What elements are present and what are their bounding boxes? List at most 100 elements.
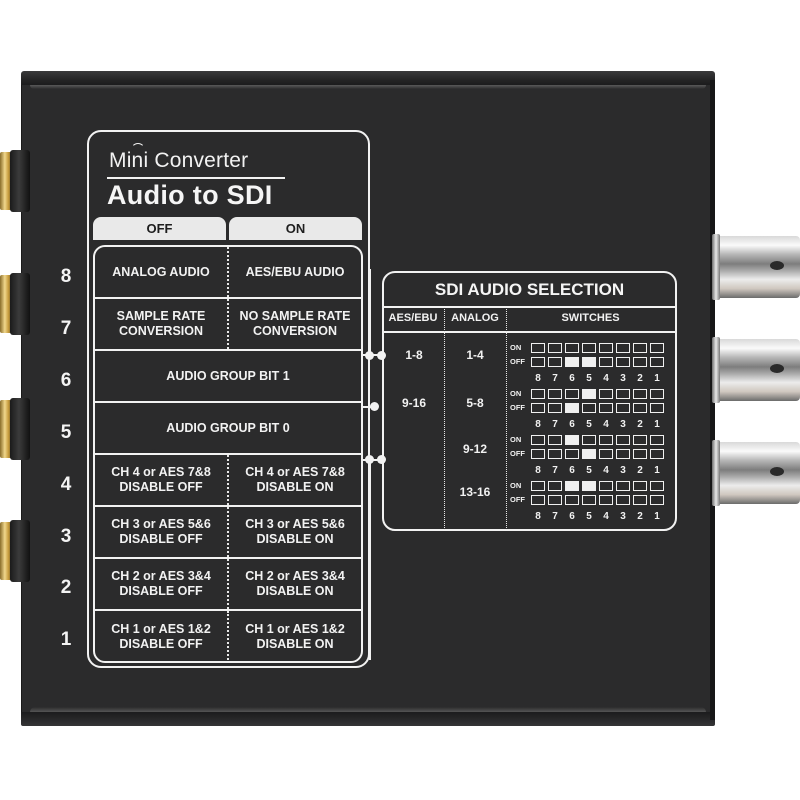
- dip-switch-2-on: [633, 389, 647, 399]
- dip-switch-4-off: [599, 357, 613, 367]
- analog-range-4: 13-16: [459, 485, 491, 499]
- switch-num: 6: [569, 465, 575, 476]
- column-divider: [506, 309, 507, 528]
- label-line-2: DISABLE ON: [256, 532, 334, 546]
- switch-6-label: AUDIO GROUP BIT 1: [95, 351, 361, 401]
- dip-switch-7-on: [548, 389, 562, 399]
- analog-range-2: 5-8: [466, 396, 484, 410]
- switch-num: 1: [654, 419, 660, 430]
- on-switch-row: [531, 435, 664, 445]
- off-column-header: OFF: [93, 217, 226, 240]
- dip-switch-6-on: [565, 481, 579, 491]
- switches-column-header: SWITCHES: [561, 312, 620, 324]
- dip-switch-6-on: [565, 389, 579, 399]
- off-label: OFF: [510, 357, 525, 366]
- dip-switch-1-off: [650, 495, 664, 505]
- switch-num: 7: [552, 419, 558, 430]
- switch-num: 2: [637, 419, 643, 430]
- switch-row-5: AUDIO GROUP BIT 0: [95, 403, 361, 455]
- switch-num: 8: [535, 465, 541, 476]
- label-line-2: DISABLE OFF: [119, 480, 203, 494]
- switch-num: 6: [569, 419, 575, 430]
- dip-switch-4-on: [599, 389, 613, 399]
- dip-switch-3-on: [616, 481, 630, 491]
- switch-number-2: 2: [60, 577, 72, 598]
- audio-input-jack-2[interactable]: [0, 273, 30, 335]
- dip-switch-1-on: [650, 435, 664, 445]
- switch-num: 6: [569, 511, 575, 522]
- label-line-2: CONVERSION: [252, 324, 338, 338]
- dip-switch-7-off: [548, 449, 562, 459]
- label-line-2: CONVERSION: [118, 324, 204, 338]
- sdi-bnc-connector-2[interactable]: [712, 337, 800, 403]
- dip-switch-7-off: [548, 403, 562, 413]
- audio-input-jack-4[interactable]: [0, 520, 30, 582]
- switch-num: 7: [552, 465, 558, 476]
- label-line-1: CH 4 or AES 7&8: [111, 465, 211, 479]
- label-text: AUDIO GROUP BIT 1: [166, 368, 290, 383]
- sdi-bnc-connector-1[interactable]: [712, 234, 800, 300]
- analog-range-1: 1-4: [466, 348, 484, 362]
- dip-switch-2-on: [633, 343, 647, 353]
- off-switch-row: [531, 495, 664, 505]
- dip-switch-8-on: [531, 389, 545, 399]
- aes-ebu-column-header: AES/EBU: [388, 312, 438, 324]
- switch-legend-panel: [87, 130, 370, 668]
- switch-num: 3: [620, 511, 626, 522]
- connector-line: [363, 406, 375, 408]
- dip-switch-6-on: [565, 343, 579, 353]
- dip-switch-6-off: [565, 403, 579, 413]
- dip-switch-5-off: [582, 495, 596, 505]
- sdi-bnc-connector-3[interactable]: [712, 440, 800, 506]
- switch-row-6: AUDIO GROUP BIT 1: [95, 351, 361, 403]
- chassis-bottom-edge: [21, 712, 715, 726]
- audio-input-jack-3[interactable]: [0, 398, 30, 460]
- switch-num: 4: [603, 465, 609, 476]
- switch-number-8: 8: [60, 266, 72, 287]
- dip-switch-1-on: [650, 389, 664, 399]
- dip-switch-2-on: [633, 481, 647, 491]
- switch-5-label: AUDIO GROUP BIT 0: [95, 403, 361, 453]
- label-line-2: DISABLE ON: [256, 584, 334, 598]
- dip-switch-5-on: [582, 435, 596, 445]
- label-line-1: CH 3 or AES 5&6: [245, 517, 345, 531]
- dip-switch-5-off: [582, 403, 596, 413]
- switch-num: 8: [535, 373, 541, 384]
- off-label: OFF: [510, 449, 525, 458]
- label-text: ANALOG AUDIO: [112, 264, 210, 279]
- aes-ebu-range-1: 1-8: [405, 348, 423, 362]
- analog-range-3: 9-12: [462, 442, 488, 456]
- label-line-1: CH 2 or AES 3&4: [111, 569, 211, 583]
- label-line-2: DISABLE OFF: [119, 584, 203, 598]
- label-line-1: CH 1 or AES 1&2: [111, 622, 211, 636]
- sdi-audio-selection-panel: [382, 271, 677, 531]
- switch-num: 3: [620, 465, 626, 476]
- switch-num: 2: [637, 373, 643, 384]
- dip-switch-3-off: [616, 449, 630, 459]
- label-line-1: CH 2 or AES 3&4: [245, 569, 345, 583]
- dip-switch-3-off: [616, 357, 630, 367]
- switch-num: 3: [620, 419, 626, 430]
- connector-line: [369, 269, 371, 356]
- connector-node-icon: [370, 402, 379, 411]
- blackmagic-arc-logo-icon: [131, 143, 145, 157]
- dip-switch-8-on: [531, 435, 545, 445]
- bnc-nut: [712, 234, 720, 300]
- jack-body: [10, 150, 30, 212]
- dip-switch-8-off: [531, 449, 545, 459]
- on-switch-row: [531, 481, 664, 491]
- switch-number-1: 1: [60, 629, 72, 650]
- dip-switch-3-on: [616, 343, 630, 353]
- label-line-1: CH 3 or AES 5&6: [111, 517, 211, 531]
- audio-input-jack-1[interactable]: [0, 150, 30, 212]
